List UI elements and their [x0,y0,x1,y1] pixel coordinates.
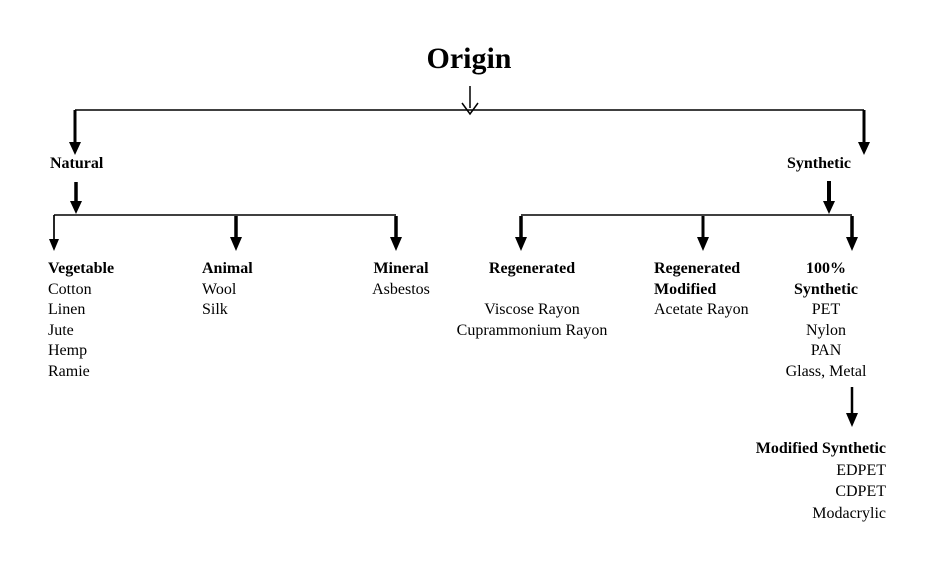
list-item: Asbestos [372,280,430,298]
node-regenerated-modified: Regenerated Modified Acetate Rayon [654,259,749,321]
node-mineral: Mineral Asbestos [339,259,463,300]
arrow-synthetic-to-split [823,181,835,214]
regenerated-modified-header-line1: Regenerated [654,260,741,277]
arrow-to-regenerated [515,216,527,251]
modified-synthetic-header: Modified Synthetic [755,440,886,457]
arrow-to-regenerated-modified [697,216,709,251]
list-item: Jute [48,321,74,339]
node-modified-synthetic: Modified Synthetic EDPET CDPET Modacryli… [646,438,886,524]
list-item: Ramie [48,362,90,380]
arrow-origin-to-split [461,86,479,116]
diagram-title: Origin [426,42,512,75]
list-item: Wool [202,280,237,298]
100-synthetic-header-line1: 100% [806,260,846,277]
list-item: Silk [202,301,228,318]
arrow-natural-to-split [70,182,82,214]
list-item: Acetate Rayon [654,301,749,318]
mineral-header: Mineral [373,260,429,277]
list-item: EDPET [836,461,886,479]
arrow-to-synthetic [858,110,870,155]
blank-line [446,280,618,301]
list-item: Modacrylic [812,504,886,522]
arrow-to-natural [69,110,81,155]
list-item: Glass, Metal [785,362,867,380]
vegetable-header: Vegetable [48,260,115,277]
arrow-to-modified-synthetic [846,387,858,427]
animal-header: Animal [202,260,253,277]
node-animal: Animal Wool Silk [202,259,253,321]
list-item: CDPET [835,483,886,500]
arrow-to-mineral [390,216,402,251]
node-100-synthetic: 100% Synthetic PET Nylon PAN Glass, Meta… [756,259,896,382]
list-item: Hemp [48,342,88,359]
list-item: Cotton [48,280,92,298]
list-item: PAN [810,342,842,359]
node-regenerated: Regenerated Viscose Rayon Cuprammonium R… [446,259,618,341]
node-natural: Natural [50,155,104,172]
100-synthetic-header-line2: Synthetic [794,280,858,298]
node-synthetic: Synthetic [787,155,851,172]
arrow-to-vegetable [49,215,59,251]
list-item: Viscose Rayon [484,301,580,318]
list-item: Cuprammonium Rayon [456,321,608,339]
regenerated-modified-header-line2: Modified [654,280,717,298]
node-vegetable: Vegetable Cotton Linen Jute Hemp Ramie [48,259,114,382]
arrow-to-animal [230,216,242,251]
list-item: Nylon [806,321,846,339]
list-item: Linen [48,301,86,318]
regenerated-header: Regenerated [488,260,576,277]
arrow-to-100-synthetic [846,216,858,251]
list-item: PET [811,301,841,318]
